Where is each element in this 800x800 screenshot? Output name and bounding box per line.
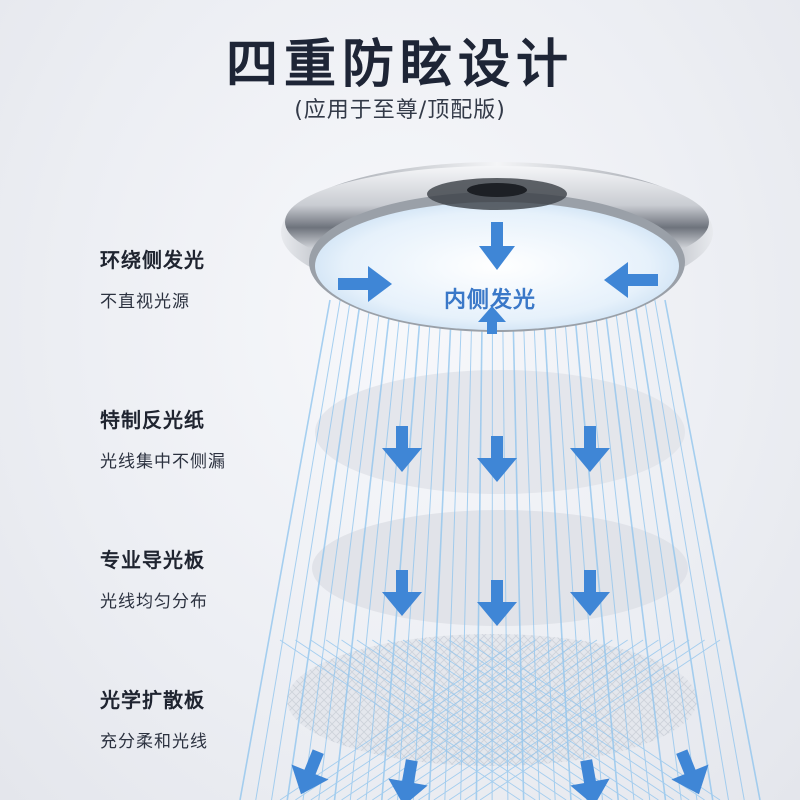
light-beam-line <box>522 299 540 800</box>
cross-ray-line <box>341 639 582 800</box>
light-beam-line <box>552 299 588 800</box>
light-beam-line <box>532 299 556 800</box>
light-beam-line <box>239 299 331 800</box>
cross-ray-line <box>479 639 721 800</box>
page-subtitle: (应用于至尊/顶配版) <box>294 98 506 123</box>
feature-reflector: 特制反光纸 光线集中不侧漏 <box>100 404 320 472</box>
cross-ray-line <box>402 639 644 800</box>
light-beam-line <box>444 299 463 800</box>
light-beam-line <box>381 299 423 800</box>
cross-ray-line <box>325 639 567 800</box>
cross-ray-line <box>295 639 536 800</box>
cross-ray-line <box>356 639 598 800</box>
light-beam-line <box>502 299 509 800</box>
cross-ray-line <box>418 639 659 800</box>
light-beam-line <box>286 299 362 800</box>
cross-ray-line <box>310 639 552 800</box>
feature-desc: 不直视光源 <box>100 292 190 312</box>
feature-desc: 光线集中不侧漏 <box>100 452 226 472</box>
light-beam-line <box>475 299 484 800</box>
light-beam-line <box>583 299 635 800</box>
light-beam-line <box>542 299 572 800</box>
light-beams <box>239 299 761 800</box>
cross-ray-line <box>279 639 521 800</box>
inner-glow-label: 内侧发光 <box>443 288 536 313</box>
light-beam-line <box>644 299 729 800</box>
light-beam-line <box>511 299 525 800</box>
light-beam-line <box>613 299 682 800</box>
inner-arrows <box>338 222 658 334</box>
page-title: 四重防眩设计 <box>225 34 574 95</box>
feature-desc: 光线均匀分布 <box>100 592 208 612</box>
light-beam-line <box>664 299 761 800</box>
light-beam-line <box>593 299 651 800</box>
light-beam-line <box>572 299 619 800</box>
light-beam-line <box>460 299 473 800</box>
light-beam-line <box>428 299 453 800</box>
feature-side-glow: 环绕侧发光 不直视光源 <box>100 244 320 312</box>
cross-ray-line <box>464 639 705 800</box>
light-beam-line <box>654 299 745 800</box>
light-beam-line <box>633 299 714 800</box>
feature-title: 环绕侧发光 <box>100 248 205 272</box>
light-beam-line <box>397 299 433 800</box>
cross-ray-line <box>448 639 690 800</box>
feature-desc: 充分柔和光线 <box>100 732 208 752</box>
feature-light-guide: 专业导光板 光线均匀分布 <box>100 544 320 612</box>
light-beam-line <box>318 299 382 800</box>
light-beam-line <box>333 299 392 800</box>
light-beam-line <box>349 299 402 800</box>
light-beam-line <box>271 299 351 800</box>
feature-title: 光学扩散板 <box>100 688 205 712</box>
feature-title: 特制反光纸 <box>100 408 205 432</box>
light-beam-line <box>255 299 341 800</box>
light-beam-line <box>302 299 372 800</box>
light-beam-line <box>562 299 603 800</box>
light-beam-line <box>412 299 443 800</box>
feature-title: 专业导光板 <box>100 548 205 572</box>
cross-ray-line <box>433 639 675 800</box>
light-beam-line <box>603 299 667 800</box>
feature-diffuser: 光学扩散板 充分柔和光线 <box>100 684 320 752</box>
light-beam-line <box>365 299 412 800</box>
light-beam-line <box>623 299 698 800</box>
